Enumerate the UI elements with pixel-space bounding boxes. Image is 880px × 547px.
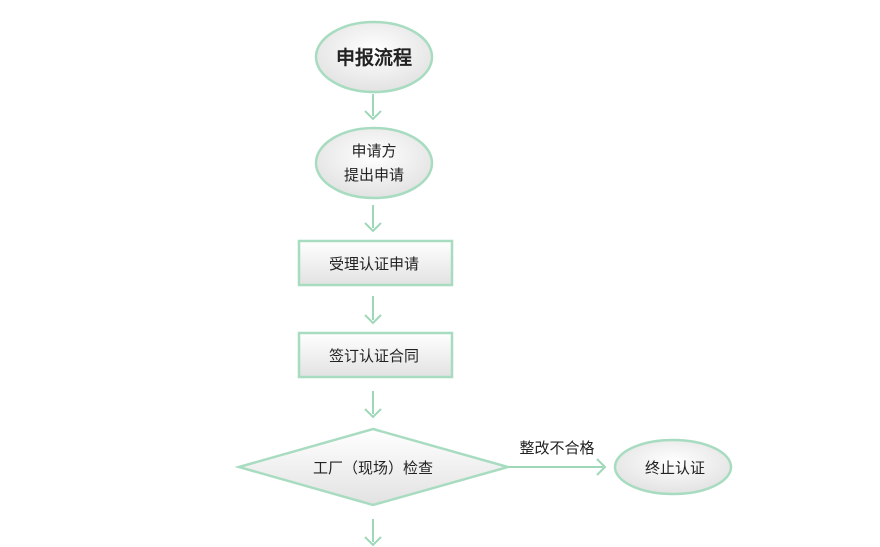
arrow-inspect-to-terminate (509, 458, 607, 476)
applicant-node: 申请方 提出申请 (314, 126, 434, 200)
arrow-applicant-to-accept (364, 205, 382, 233)
accept-node-label: 受理认证申请 (329, 255, 419, 273)
terminate-node-label: 终止认证 (645, 459, 705, 477)
start-node-label: 申报流程 (336, 46, 412, 69)
inspect-node: 工厂（现场）检查 (234, 427, 513, 507)
arrow-accept-to-contract (364, 296, 382, 325)
applicant-node-line2: 提出申请 (344, 166, 404, 184)
arrow-start-to-applicant (364, 94, 382, 121)
arrow-inspect-down (364, 519, 382, 547)
contract-node-label: 签订认证合同 (329, 347, 419, 365)
inspect-node-label: 工厂（现场）检查 (313, 459, 433, 477)
start-node: 申报流程 (314, 20, 434, 94)
applicant-node-line1: 申请方 (351, 142, 396, 160)
terminate-node: 终止认证 (613, 438, 733, 496)
contract-node: 签订认证合同 (297, 331, 454, 379)
arrow-contract-to-inspect (364, 391, 382, 419)
fail-edge-label: 整改不合格 (519, 439, 594, 457)
accept-node: 受理认证申请 (297, 239, 454, 287)
